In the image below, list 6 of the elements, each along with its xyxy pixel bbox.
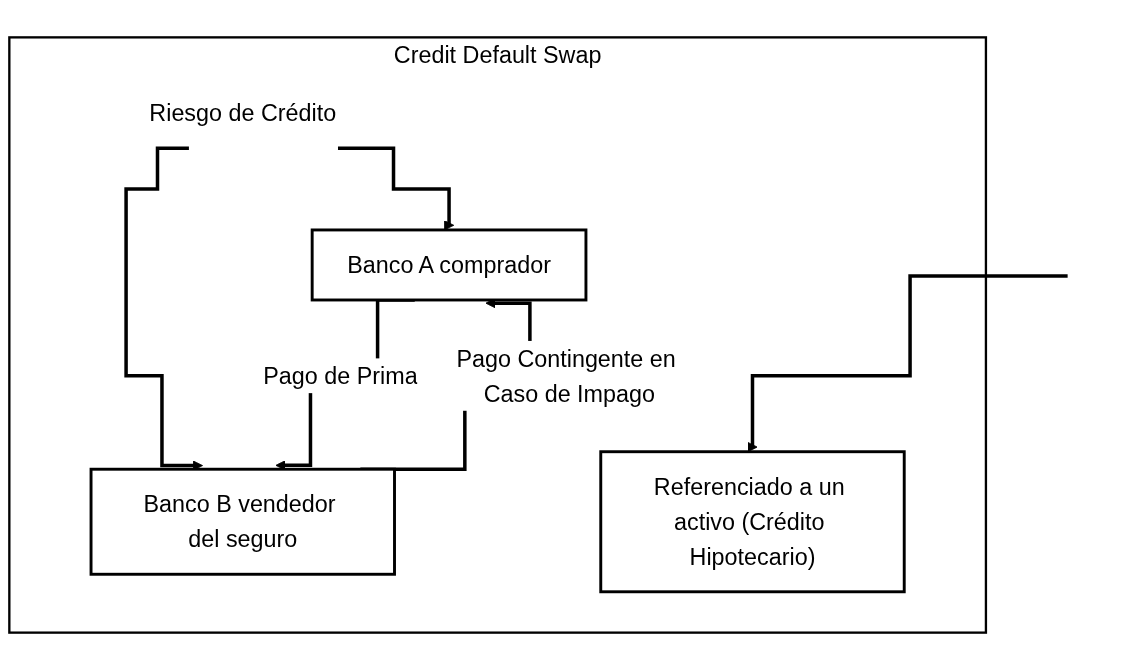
node-box: Banco B vendedor del seguro xyxy=(89,467,396,576)
edge-label: Pago Contingente en Caso de Impago xyxy=(456,345,676,407)
node-box: Referenciado a un activo (Crédito Hipotecario) xyxy=(599,450,906,594)
edge-label: Pago de Prima xyxy=(263,363,418,389)
node-box: Banco A comprador xyxy=(310,228,588,302)
node-text: Riesgo de Crédito xyxy=(149,100,337,127)
